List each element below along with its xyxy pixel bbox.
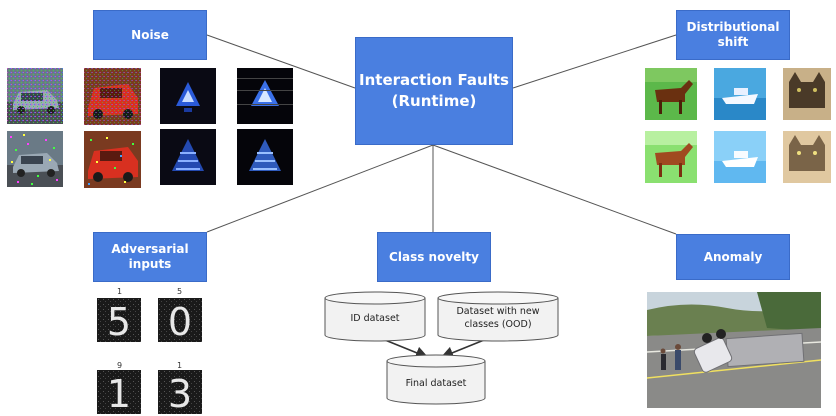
adversarial-digit-image-1: 5 [97, 298, 141, 342]
noise-image-red-car-1 [84, 68, 141, 125]
adversarial-digit-glyph-2: 0 [168, 300, 192, 342]
adversarial-digit-label-1: 1 [117, 287, 123, 296]
noise-image-car-1 [7, 68, 63, 124]
noise-image-sign-4 [237, 129, 293, 185]
adversarial-digit-glyph-4: 3 [168, 372, 192, 414]
connector-anomaly [432, 144, 677, 235]
node-noise: Noise [93, 10, 207, 60]
noise-image-sign-2 [237, 68, 293, 124]
shift-image-cat-2 [783, 131, 831, 183]
ood-dataset-label-line1: Dataset with new [456, 306, 540, 317]
shift-image-horse-2 [645, 131, 697, 183]
adversarial-digit-label-2: 5 [177, 287, 183, 296]
node-distributional-shift-line1: Distributional [686, 20, 780, 34]
node-noise-label: Noise [131, 27, 169, 42]
noise-image-sign-3 [160, 129, 216, 185]
cylinder-ood-dataset: Dataset with new classes (OOD) [437, 291, 559, 343]
connector-distributional-shift [512, 34, 677, 89]
noise-image-red-car-2 [84, 131, 141, 188]
connector-noise [206, 34, 356, 89]
shift-image-boat-2 [714, 131, 766, 183]
connector-adversarial [206, 144, 434, 233]
anomaly-image-overturned-truck [647, 292, 821, 408]
node-distributional-shift: Distributional shift [676, 10, 790, 60]
cylinder-id-dataset: ID dataset [324, 291, 426, 343]
shift-image-cat-1 [783, 68, 831, 120]
central-node-interaction-faults: Interaction Faults (Runtime) [355, 37, 513, 145]
node-class-novelty: Class novelty [377, 232, 491, 282]
adversarial-digit-label-4: 1 [177, 361, 183, 370]
adversarial-digit-glyph-3: 1 [107, 372, 131, 414]
shift-image-boat-1 [714, 68, 766, 120]
adversarial-digit-label-3: 9 [117, 361, 123, 370]
adversarial-digit-image-4: 3 [158, 370, 202, 414]
node-class-novelty-label: Class novelty [389, 249, 479, 264]
adversarial-digit-image-3: 1 [97, 370, 141, 414]
shift-image-horse-1 [645, 68, 697, 120]
noise-image-car-2 [7, 131, 63, 187]
cylinder-final-dataset: Final dataset [386, 354, 486, 406]
node-adversarial-line1: Adversarial [111, 242, 189, 256]
final-dataset-label: Final dataset [405, 378, 467, 389]
node-adversarial-inputs: Adversarial inputs [93, 232, 207, 282]
node-anomaly-label: Anomaly [703, 249, 763, 264]
node-adversarial-line2: inputs [128, 257, 172, 271]
adversarial-digit-glyph-1: 5 [107, 300, 131, 342]
noise-image-sign-1 [160, 68, 216, 124]
adversarial-digit-image-2: 0 [158, 298, 202, 342]
central-title-line2: (Runtime) [391, 92, 477, 110]
ood-dataset-label-line2: classes (OOD) [464, 319, 532, 330]
node-anomaly: Anomaly [676, 234, 790, 280]
node-distributional-shift-line2: shift [717, 35, 749, 49]
central-title-line1: Interaction Faults [359, 71, 509, 89]
id-dataset-label: ID dataset [350, 313, 400, 324]
